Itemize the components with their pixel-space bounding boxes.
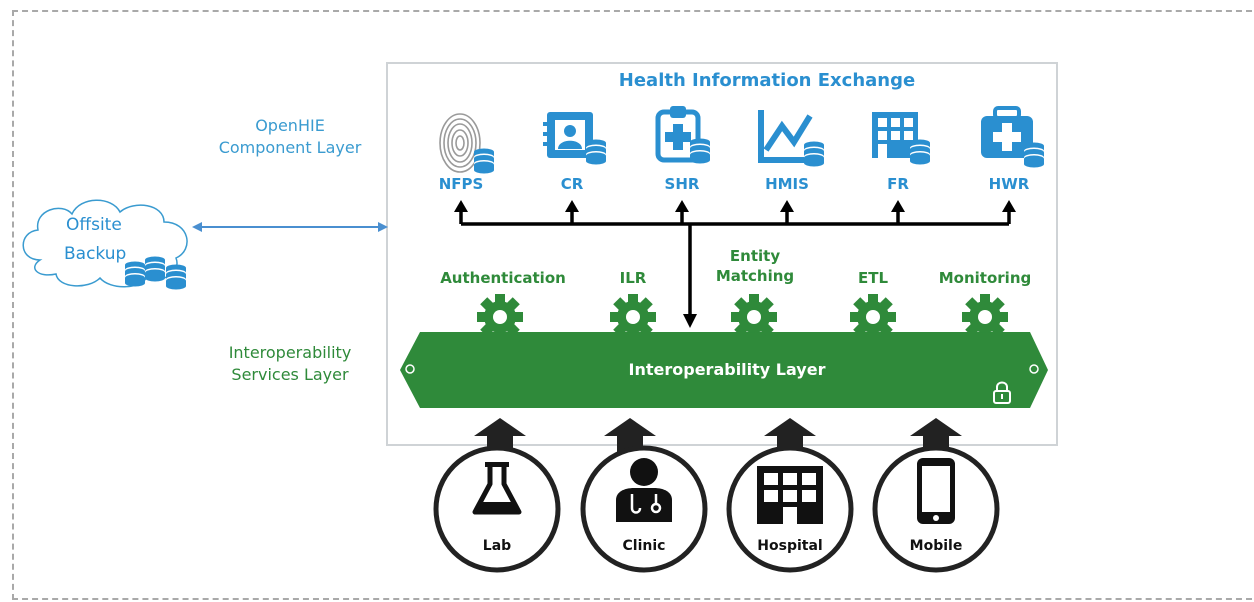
medical-kit-icon bbox=[981, 106, 1033, 158]
building-icon bbox=[872, 112, 918, 158]
gear-icon-etl bbox=[850, 294, 896, 340]
hwr-database-icon bbox=[1024, 142, 1044, 168]
component-label-shr: SHR bbox=[664, 175, 700, 193]
service-label-monitoring: Monitoring bbox=[938, 269, 1032, 287]
doctor-icon bbox=[616, 458, 672, 522]
service-label-entity-matching: Entity Matching bbox=[715, 247, 795, 285]
backup-label-line1: Offsite bbox=[66, 215, 122, 235]
line-chart-icon bbox=[758, 110, 818, 163]
client-label-lab: Lab bbox=[482, 538, 512, 554]
interoperability-layer-label: Interoperability Layer bbox=[628, 360, 826, 379]
clipboard-medical-icon bbox=[655, 106, 701, 163]
component-label-cr: CR bbox=[560, 175, 584, 193]
component-label-fr: FR bbox=[887, 175, 909, 193]
service-label-authentication: Authentication bbox=[440, 269, 566, 287]
client-upload-arrows bbox=[474, 418, 962, 452]
backup-label-line2: Backup bbox=[64, 244, 127, 264]
interoperability-layer-banner bbox=[400, 332, 1048, 408]
cr-database-icon bbox=[586, 139, 606, 165]
component-bus-connector bbox=[454, 200, 1016, 328]
gear-icon-ilr bbox=[610, 294, 656, 340]
client-label-clinic: Clinic bbox=[622, 538, 666, 554]
gear-icon-entity-matching bbox=[731, 294, 777, 340]
lock-icon bbox=[993, 381, 1011, 404]
mobile-phone-icon bbox=[917, 458, 955, 524]
nfps-database-icon bbox=[474, 148, 494, 174]
backup-link-arrow bbox=[192, 222, 388, 232]
service-label-etl: ETL bbox=[857, 269, 889, 287]
client-label-hospital: Hospital bbox=[757, 538, 823, 554]
gear-icon-monitoring bbox=[962, 294, 1008, 340]
services-layer-label: Interoperability Services Layer bbox=[228, 343, 352, 384]
client-registry-icon bbox=[543, 112, 593, 158]
component-label-nfps: NFPS bbox=[438, 175, 484, 193]
shr-database-icon bbox=[690, 138, 710, 164]
hie-title: Health Information Exchange bbox=[618, 70, 916, 91]
component-layer-label: OpenHIE Component Layer bbox=[218, 116, 362, 157]
client-label-mobile: Mobile bbox=[909, 538, 963, 554]
component-label-hmis: HMIS bbox=[765, 175, 809, 193]
fingerprint-icon bbox=[439, 113, 481, 173]
service-label-ilr: ILR bbox=[619, 269, 647, 287]
hospital-icon bbox=[757, 466, 823, 524]
flask-icon bbox=[472, 462, 522, 515]
fr-database-icon bbox=[910, 139, 930, 165]
gear-icon-authentication bbox=[477, 294, 523, 340]
component-label-hwr: HWR bbox=[988, 175, 1030, 193]
outer-dashed-border bbox=[12, 10, 1252, 600]
hmis-database-icon bbox=[804, 141, 824, 167]
